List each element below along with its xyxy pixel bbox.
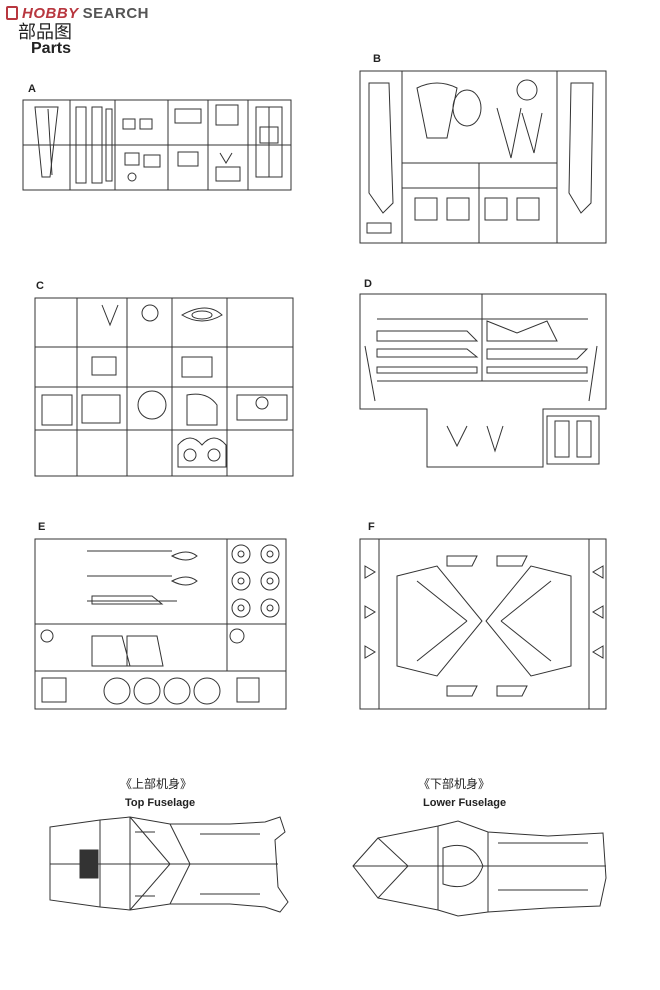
sprue-c-label: C — [36, 280, 44, 292]
sprue-a-drawing — [20, 97, 295, 195]
sprue-f-label: F — [368, 521, 375, 533]
top-fuselage-drawing — [40, 812, 295, 917]
sprue-e-label: E — [38, 521, 46, 533]
lower-fuselage-label-cn: 《下部机身》 — [418, 777, 491, 791]
sprue-c-drawing — [32, 295, 297, 480]
logo-search-text: SEARCH — [82, 4, 150, 22]
sprue-a-label: A — [28, 83, 36, 95]
lower-fuselage-label: Lower Fuselage — [423, 797, 507, 809]
sprue-d-drawing — [357, 291, 611, 471]
sprue-b-label: B — [373, 53, 381, 65]
top-fuselage-label: Top Fuselage — [125, 797, 196, 809]
sprue-f-drawing — [357, 536, 611, 714]
page-title-cn: 部品图 — [18, 22, 72, 43]
sprue-d-label: D — [364, 278, 372, 290]
top-fuselage-label-cn: 《上部机身》 — [120, 777, 193, 791]
lower-fuselage-drawing — [348, 818, 610, 918]
logo-hobby-text: HOBBY — [22, 4, 79, 22]
logo-mark-icon — [6, 6, 18, 20]
hobbysearch-logo: HOBBY SEARCH — [6, 4, 149, 22]
page-title: Parts — [31, 40, 72, 57]
sprue-b-drawing — [357, 68, 611, 248]
sprue-e-drawing — [32, 536, 290, 714]
